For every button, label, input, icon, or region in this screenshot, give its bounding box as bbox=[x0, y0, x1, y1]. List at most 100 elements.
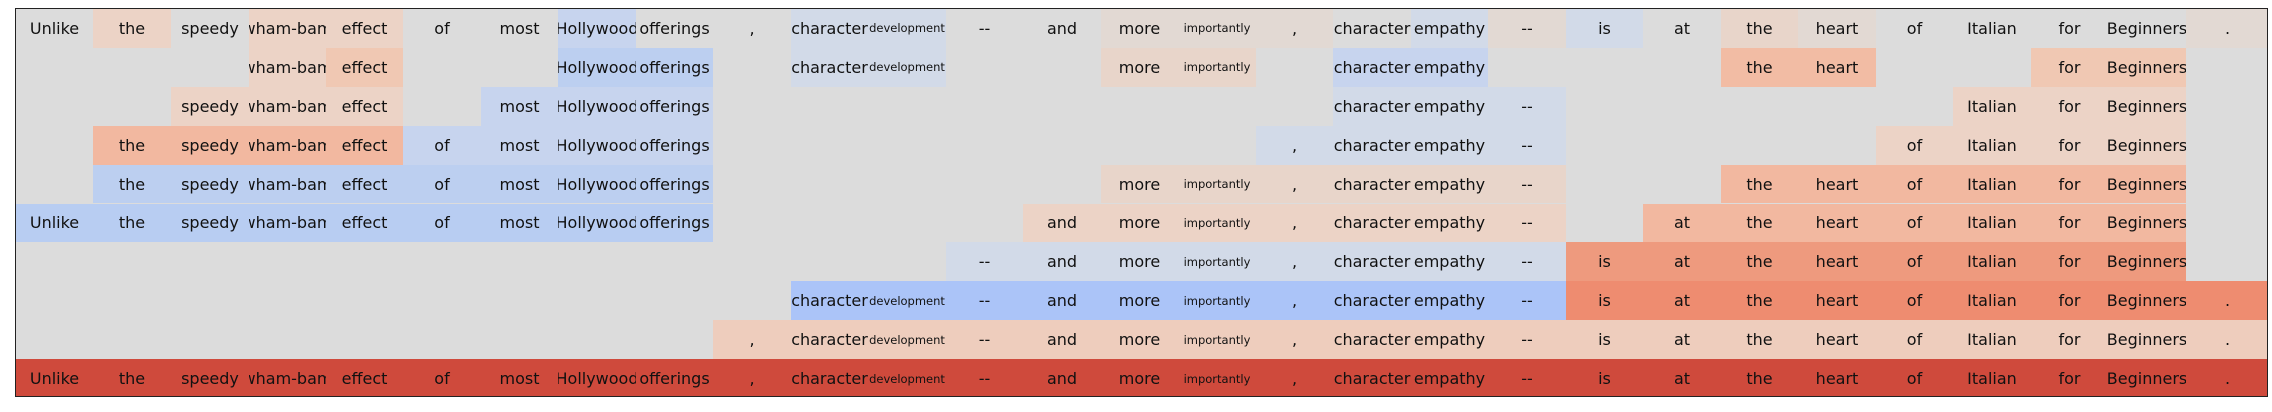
token-cell: effect bbox=[326, 9, 403, 48]
token-cell: Beginners bbox=[2108, 125, 2186, 165]
token-cell: wham-bam bbox=[249, 86, 326, 126]
token-cell: Hollywood bbox=[558, 125, 636, 165]
token-cell: offerings bbox=[636, 359, 713, 396]
token-cell: wham-bam bbox=[249, 164, 326, 204]
token-cell: character bbox=[791, 359, 868, 396]
token-cell: character bbox=[1333, 359, 1411, 396]
token-cell: offerings bbox=[636, 9, 713, 48]
token-cell: offerings bbox=[636, 164, 713, 204]
token-cell: character bbox=[791, 47, 868, 87]
token-cell: at bbox=[1643, 359, 1721, 396]
token-cell: heart bbox=[1798, 203, 1876, 243]
token-cell: effect bbox=[326, 86, 403, 126]
token-cell: more bbox=[1101, 359, 1178, 396]
token-cell: the bbox=[1721, 9, 1798, 48]
token-cell: -- bbox=[946, 320, 1023, 360]
token-cell: Hollywood bbox=[558, 164, 636, 204]
token-cell: Hollywood bbox=[558, 86, 636, 126]
token-attribution-grid: Unlikethespeedywham-bameffectofmostHolly… bbox=[15, 8, 2268, 397]
token-cell: character bbox=[791, 281, 868, 321]
token-cell: of bbox=[1876, 9, 1953, 48]
token-cell: character bbox=[1333, 9, 1411, 48]
token-cell: more bbox=[1101, 164, 1178, 204]
token-cell: empathy bbox=[1411, 281, 1488, 321]
token-cell: -- bbox=[1488, 320, 1566, 360]
token-cell: the bbox=[93, 164, 171, 204]
token-cell: speedy bbox=[171, 125, 249, 165]
token-cell: empathy bbox=[1411, 86, 1488, 126]
token-cell: Italian bbox=[1953, 164, 2031, 204]
token-cell: Beginners bbox=[2108, 281, 2186, 321]
token-cell: -- bbox=[1488, 281, 1566, 321]
token-cell: importantly bbox=[1178, 203, 1256, 243]
token-cell: heart bbox=[1798, 281, 1876, 321]
token-cell: , bbox=[1256, 359, 1333, 396]
token-cell: empathy bbox=[1411, 164, 1488, 204]
token-cell: effect bbox=[326, 203, 403, 243]
token-cell: of bbox=[403, 359, 481, 396]
token-cell: Beginners bbox=[2108, 164, 2186, 204]
token-cell: of bbox=[1876, 359, 1953, 396]
token-cell: . bbox=[2186, 320, 2267, 360]
token-cell: -- bbox=[946, 281, 1023, 321]
token-cell: the bbox=[1721, 242, 1798, 282]
token-cell: wham-bam bbox=[249, 47, 326, 87]
token-cell: empathy bbox=[1411, 203, 1488, 243]
token-cell: Beginners bbox=[2108, 9, 2186, 48]
token-cell: , bbox=[1256, 125, 1333, 165]
token-cell: the bbox=[93, 359, 171, 396]
token-cell: Italian bbox=[1953, 281, 2031, 321]
token-cell: , bbox=[713, 320, 791, 360]
token-cell: Beginners bbox=[2108, 47, 2186, 87]
token-cell: of bbox=[1876, 320, 1953, 360]
token-cell: empathy bbox=[1411, 47, 1488, 87]
token-cell: offerings bbox=[636, 86, 713, 126]
token-cell: is bbox=[1566, 359, 1643, 396]
token-cell: character bbox=[1333, 47, 1411, 87]
token-cell: effect bbox=[326, 359, 403, 396]
token-cell: the bbox=[93, 125, 171, 165]
token-cell: heart bbox=[1798, 9, 1876, 48]
token-cell: . bbox=[2186, 281, 2267, 321]
token-cell: speedy bbox=[171, 9, 249, 48]
token-cell: development bbox=[868, 9, 946, 48]
token-cell: for bbox=[2031, 281, 2108, 321]
token-cell: of bbox=[403, 125, 481, 165]
token-cell: for bbox=[2031, 86, 2108, 126]
token-cell: at bbox=[1643, 9, 1721, 48]
token-cell: the bbox=[1721, 359, 1798, 396]
token-cell: wham-bam bbox=[249, 203, 326, 243]
token-cell: Italian bbox=[1953, 9, 2031, 48]
token-cell: heart bbox=[1798, 320, 1876, 360]
token-cell: for bbox=[2031, 203, 2108, 243]
token-cell: and bbox=[1023, 359, 1101, 396]
token-cell: effect bbox=[326, 164, 403, 204]
token-cell: of bbox=[1876, 125, 1953, 165]
token-cell: offerings bbox=[636, 47, 713, 87]
token-cell: Beginners bbox=[2108, 320, 2186, 360]
token-cell: most bbox=[481, 359, 558, 396]
token-cell: character bbox=[1333, 320, 1411, 360]
token-cell: importantly bbox=[1178, 242, 1256, 282]
token-cell: , bbox=[1256, 9, 1333, 48]
token-cell: more bbox=[1101, 47, 1178, 87]
token-cell: is bbox=[1566, 281, 1643, 321]
token-cell: for bbox=[2031, 9, 2108, 48]
token-cell: is bbox=[1566, 320, 1643, 360]
token-cell: Italian bbox=[1953, 242, 2031, 282]
token-cell: heart bbox=[1798, 242, 1876, 282]
token-cell: speedy bbox=[171, 359, 249, 396]
token-cell: wham-bam bbox=[249, 9, 326, 48]
token-cell: for bbox=[2031, 242, 2108, 282]
token-cell: more bbox=[1101, 203, 1178, 243]
token-cell: most bbox=[481, 203, 558, 243]
token-cell: of bbox=[1876, 281, 1953, 321]
token-cell: development bbox=[868, 281, 946, 321]
token-cell: Unlike bbox=[16, 359, 93, 396]
token-cell: effect bbox=[326, 125, 403, 165]
token-cell: Italian bbox=[1953, 125, 2031, 165]
token-cell: wham-bam bbox=[249, 125, 326, 165]
token-cell: is bbox=[1566, 242, 1643, 282]
token-cell: -- bbox=[1488, 86, 1566, 126]
token-cell: Beginners bbox=[2108, 242, 2186, 282]
